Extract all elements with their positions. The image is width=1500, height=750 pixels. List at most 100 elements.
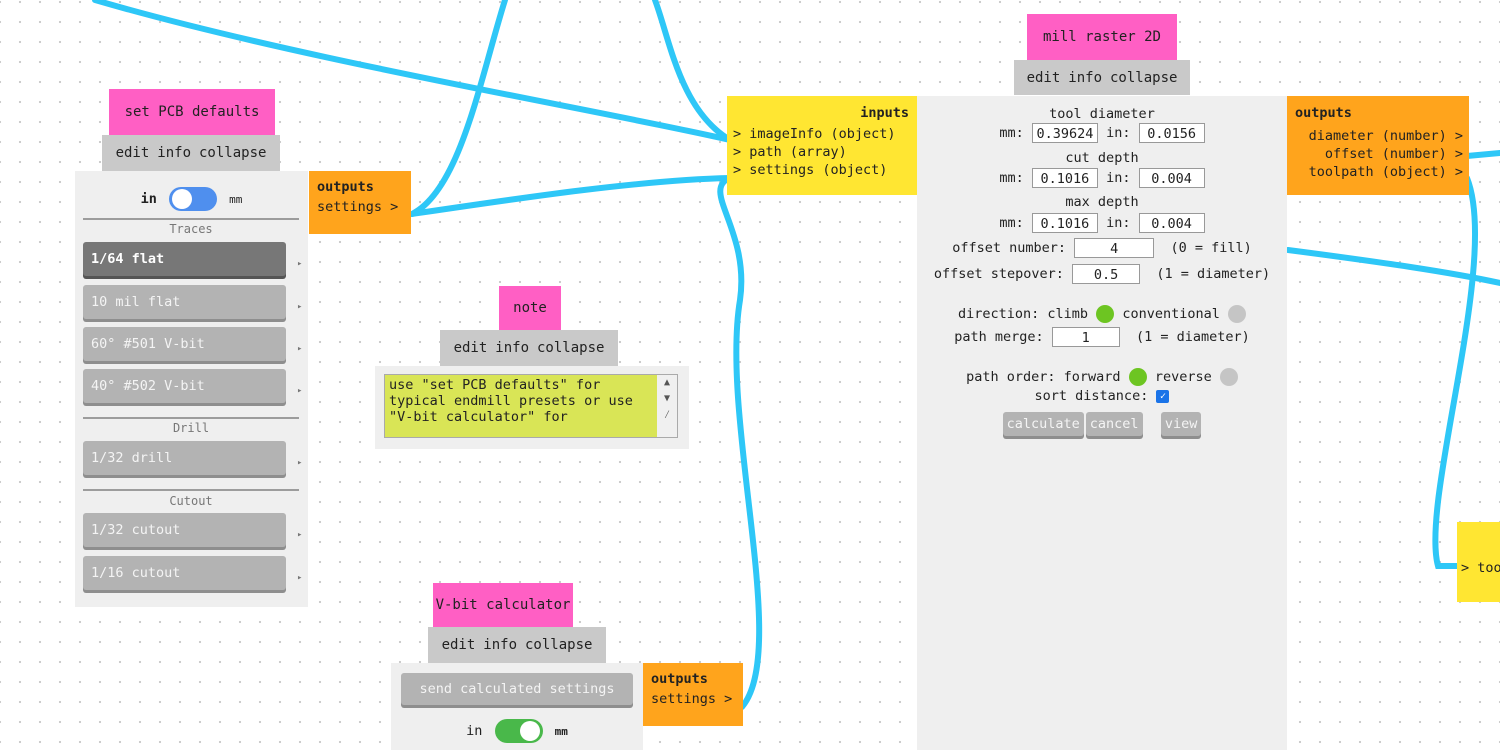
wire-pcb-out (409, 0, 508, 217)
outputs-label: outputs (317, 179, 374, 195)
mill-raster-2d-title[interactable]: mill raster 2D (1027, 14, 1177, 60)
note-textarea[interactable]: use "set PCB defaults" for typical endmi… (384, 374, 678, 438)
vbit-outputs: outputs settings > (643, 663, 743, 726)
input-imageinfo-port[interactable]: > imageInfo (object) (733, 126, 896, 142)
outputs-label: outputs (1295, 105, 1352, 121)
max-depth-row: mm: 0.1016 in: 0.004 (917, 213, 1287, 233)
partial-module-inputs: > too (1457, 522, 1500, 602)
resize-handle-icon[interactable]: ⁄ (663, 408, 671, 421)
conventional-radio[interactable] (1228, 305, 1246, 323)
info-link[interactable]: info (157, 145, 191, 161)
collapse-link[interactable]: collapse (537, 340, 605, 356)
cancel-button[interactable]: cancel (1085, 412, 1143, 436)
offset-number-row: offset number: 4 (0 = fill) (917, 238, 1287, 258)
note-text: use "set PCB defaults" for typical endmi… (389, 377, 633, 425)
collapse-link[interactable]: collapse (525, 637, 593, 653)
divider (83, 417, 299, 419)
offset-stepover-input[interactable]: 0.5 (1072, 264, 1141, 284)
note-scrollbar[interactable]: ▲ ▼ ⁄ (657, 375, 677, 437)
cut-depth-in-input[interactable]: 0.004 (1138, 168, 1205, 188)
mill-panel: tool diameter mm: 0.39624 in: 0.0156 cut… (917, 96, 1287, 750)
wire-out-toolpath (1432, 175, 1479, 569)
max-depth-mm-input[interactable]: 0.1016 (1031, 213, 1098, 233)
mm-label: mm: (999, 125, 1024, 141)
preset-1-16-cutout-button[interactable]: 1/16 cutout (83, 556, 286, 590)
set-pcb-module-bar: edit info collapse (102, 135, 280, 171)
preset-arrow: ▸ (297, 573, 303, 583)
collapse-link[interactable]: collapse (1110, 69, 1178, 86)
climb-radio[interactable] (1096, 305, 1115, 323)
divider (83, 489, 299, 491)
offset-stepover-hint: (1 = diameter) (1156, 266, 1271, 282)
calculate-button[interactable]: calculate (1002, 412, 1084, 436)
edit-link[interactable]: edit (453, 340, 488, 356)
preset-arrow: ▸ (297, 302, 303, 312)
vbit-units-toggle[interactable] (494, 719, 543, 743)
vbit-calculator-title[interactable]: V-bit calculator (433, 583, 573, 627)
set-pcb-defaults-title-text: set PCB defaults (124, 104, 260, 120)
input-settings-port[interactable]: > settings (object) (733, 162, 888, 178)
edit-link[interactable]: edit (1026, 69, 1061, 86)
conventional-label: conventional (1122, 306, 1220, 322)
sort-distance-checkbox[interactable]: ✓ (1156, 389, 1170, 403)
info-link[interactable]: info (495, 340, 529, 356)
scroll-up-icon[interactable]: ▲ (663, 377, 671, 388)
offset-number-input[interactable]: 4 (1074, 238, 1155, 258)
tool-diameter-row: mm: 0.39624 in: 0.0156 (917, 123, 1287, 143)
preset-1-32-cutout-button[interactable]: 1/32 cutout (83, 513, 286, 547)
vbit-panel: send calculated settings in mm (391, 663, 643, 750)
send-calculated-settings-button[interactable]: send calculated settings (401, 673, 633, 705)
edit-link[interactable]: edit (441, 637, 476, 653)
unit-mm-label: mm (229, 193, 243, 206)
drill-section-label: Drill (172, 421, 210, 435)
input-path-port[interactable]: > path (array) (733, 144, 847, 160)
preset-40-vbit-button[interactable]: 40° #502 V-bit (83, 369, 286, 403)
set-pcb-defaults-title[interactable]: set PCB defaults (109, 89, 275, 135)
view-button[interactable]: view (1160, 412, 1202, 436)
output-diameter-port[interactable]: diameter (number) > (1308, 128, 1463, 144)
units-toggle[interactable] (169, 187, 217, 211)
cut-depth-mm-input[interactable]: 0.1016 (1031, 168, 1098, 188)
tool-diameter-mm-input[interactable]: 0.39624 (1031, 123, 1098, 143)
cutout-section-label: Cutout (169, 494, 213, 508)
offset-stepover-label: offset stepover: (933, 266, 1064, 282)
unit-in-label: in (140, 191, 157, 207)
output-settings-port[interactable]: settings > (651, 691, 733, 707)
inputs-label: inputs (860, 105, 909, 121)
vbit-module-bar: edit info collapse (428, 627, 606, 663)
output-offset-port[interactable]: offset (number) > (1324, 146, 1463, 162)
max-depth-label: max depth (1065, 194, 1139, 210)
vbit-units-toggle-row: in mm (391, 719, 643, 743)
collapse-link[interactable]: collapse (199, 145, 267, 161)
path-merge-input[interactable]: 1 (1051, 327, 1120, 347)
note-title[interactable]: note (499, 286, 561, 330)
forward-radio[interactable] (1128, 368, 1147, 386)
preset-1-32-drill-button[interactable]: 1/32 drill (83, 441, 286, 475)
output-toolpath-port[interactable]: toolpath (object) > (1308, 164, 1463, 180)
preset-10-mil-flat-button[interactable]: 10 mil flat (83, 285, 286, 319)
info-link[interactable]: info (483, 637, 517, 653)
preset-60-vbit-button[interactable]: 60° #501 V-bit (83, 327, 286, 361)
unit-in-label: in (466, 723, 483, 739)
sort-distance-row: sort distance: ✓ (917, 388, 1287, 404)
offset-number-label: offset number: (952, 240, 1067, 256)
mm-label: mm: (999, 215, 1024, 231)
sort-distance-label: sort distance: (1034, 388, 1149, 404)
in-label: in: (1106, 170, 1131, 186)
preset-arrow: ▸ (297, 458, 303, 468)
unit-mm-label: mm (554, 725, 568, 738)
edit-link[interactable]: edit (115, 145, 150, 161)
mill-raster-2d-title-text: mill raster 2D (1042, 29, 1161, 45)
wire-pcb-to-settings (409, 175, 733, 217)
reverse-radio[interactable] (1219, 368, 1238, 386)
set-pcb-panel: in mm Traces 1/64 flat ▸ 10 mil flat ▸ 6… (75, 171, 308, 607)
partial-input-port[interactable]: > too (1461, 560, 1500, 576)
preset-arrow: ▸ (297, 386, 303, 396)
path-merge-hint: (1 = diameter) (1136, 329, 1250, 345)
preset-1-64-flat-button[interactable]: 1/64 flat (83, 242, 286, 276)
max-depth-in-input[interactable]: 0.004 (1138, 213, 1205, 233)
output-settings-port[interactable]: settings > (317, 199, 399, 215)
info-link[interactable]: info (1068, 69, 1102, 86)
tool-diameter-in-input[interactable]: 0.0156 (1138, 123, 1205, 143)
scroll-down-icon[interactable]: ▼ (663, 393, 671, 404)
